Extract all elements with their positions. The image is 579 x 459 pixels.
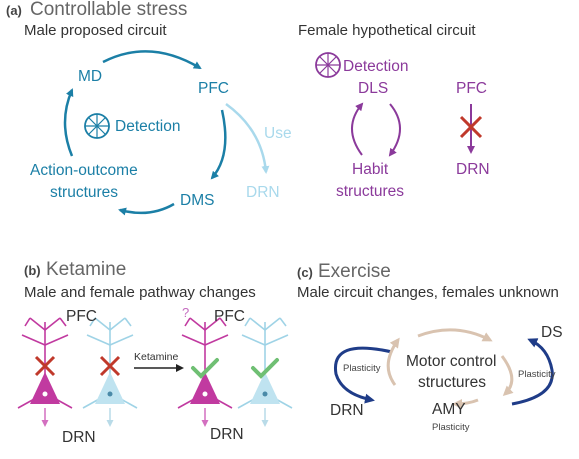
panel-b-drn-left: DRN [62, 429, 96, 446]
node-pfc-male: PFC [198, 80, 229, 97]
node-habit-line2: structures [336, 183, 405, 200]
arrow-dls-to-habit [388, 103, 401, 157]
arrow-plasticity-left [333, 346, 393, 404]
detection-wheel-icon-female [315, 52, 341, 78]
detection-label-male: Detection [115, 118, 181, 135]
plasticity-left-label: Plasticity [343, 363, 381, 374]
arrow-pfc-to-drn-use [225, 102, 270, 174]
node-drn-c: DRN [330, 402, 364, 419]
cross-icon-b-left [34, 355, 56, 377]
node-dls: DLS [358, 80, 389, 97]
neuron-body-female-right [190, 372, 220, 404]
panel-a-tag: (a) [6, 3, 22, 18]
arrow-tan-left [386, 337, 400, 386]
panel-b-tag: (b) [24, 263, 41, 278]
panel-b-drn-right: DRN [210, 426, 244, 443]
neuron-male-left [82, 317, 138, 409]
panel-b-pfc-left: PFC [66, 308, 97, 325]
node-drn-female: DRN [456, 161, 490, 178]
cross-icon-female [459, 115, 483, 139]
node-md: MD [78, 68, 103, 85]
check-icon-b-left [191, 358, 219, 379]
node-action-outcome-line2: structures [50, 184, 119, 201]
node-ds: DS [541, 324, 563, 341]
panel-b-question: ? [182, 305, 190, 320]
node-habit-line1: Habit [352, 161, 389, 178]
detection-label-female: Detection [343, 58, 409, 75]
neuron-body-male-left [95, 372, 125, 404]
arrow-md-to-pfc [102, 50, 202, 70]
cross-icon-b-right [99, 355, 121, 377]
panel-a-male-subtitle: Male proposed circuit [24, 22, 167, 39]
panel-c-title: Exercise [318, 261, 391, 282]
panel-a-title: Controllable stress [30, 0, 188, 20]
arrow-tan-top [417, 328, 493, 342]
node-amy: AMY [432, 401, 466, 418]
arrow-tan-right [500, 355, 514, 397]
panel-a-female-subtitle: Female hypothetical circuit [298, 22, 476, 39]
neuron-body-female-left [30, 372, 60, 404]
detection-wheel-icon-male [84, 113, 110, 139]
check-icon-b-right [251, 358, 279, 379]
arrow-habit-to-dls [351, 102, 364, 156]
panel-b-pfc-right: PFC [214, 308, 245, 325]
plasticity-bottom-label: Plasticity [432, 422, 470, 433]
node-dms: DMS [180, 192, 215, 209]
arrow-action-to-md [63, 88, 74, 157]
panel-c-subtitle: Male circuit changes, females unknown [297, 284, 559, 301]
use-label: Use [264, 125, 292, 142]
panel-b-title: Ketamine [46, 259, 127, 280]
node-pfc-female: PFC [456, 80, 487, 97]
panel-c-tag: (c) [297, 265, 313, 280]
neuron-body-male-right [250, 372, 280, 404]
panel-b-subtitle: Male and female pathway changes [24, 284, 256, 301]
arrow-plasticity-right [511, 338, 554, 406]
motor-control-line2: structures [418, 374, 487, 391]
node-action-outcome-line1: Action-outcome [30, 162, 138, 179]
motor-control-line1: Motor control [406, 353, 497, 370]
ketamine-label: Ketamine [134, 351, 179, 363]
node-drn-male: DRN [246, 184, 280, 201]
neuron-male-right [237, 317, 293, 409]
arrow-dms-to-action [118, 202, 175, 216]
arrow-tan-bottom [452, 398, 479, 409]
plasticity-right-label: Plasticity [518, 369, 556, 380]
arrow-pfc-to-dms [210, 109, 227, 180]
